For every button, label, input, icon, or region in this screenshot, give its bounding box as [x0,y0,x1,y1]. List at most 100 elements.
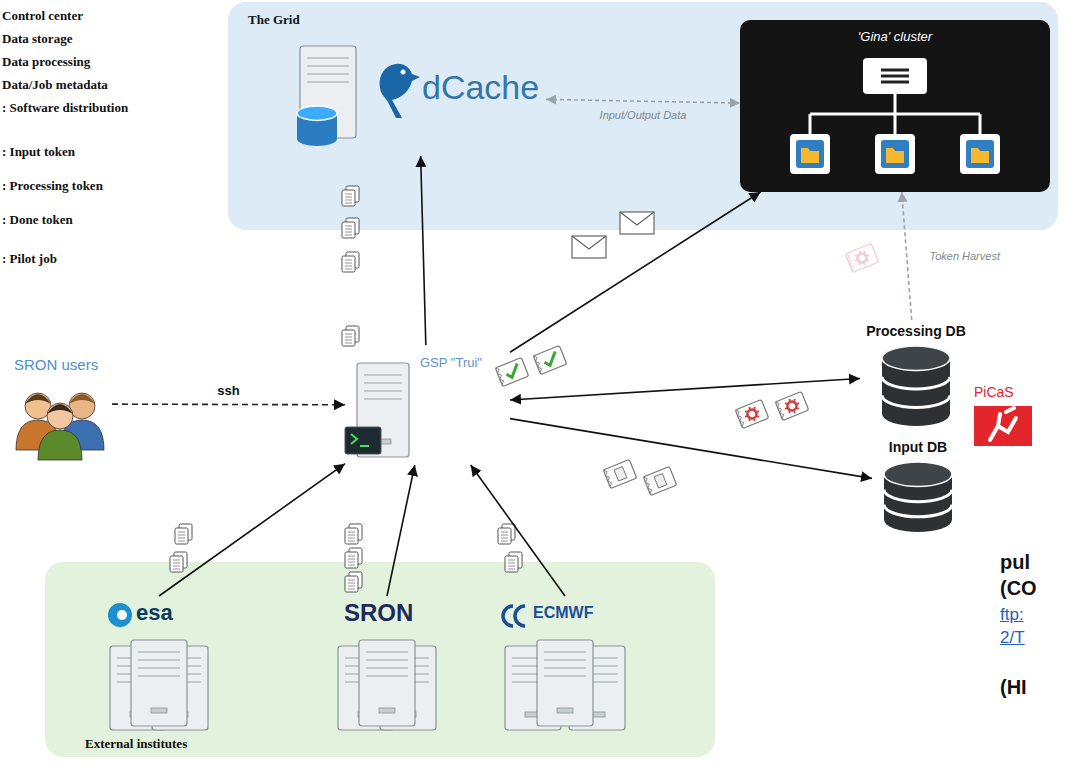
line-part [345,203,352,204]
database: Processing DB [860,320,972,430]
line-part [366,667,408,669]
line-part [366,651,408,653]
path-part [775,401,785,419]
server-symbol [131,640,187,726]
document-icon [498,524,515,544]
path-part [882,377,950,389]
rect-part [345,528,358,544]
database-cylinder [882,346,950,426]
line-part [979,114,982,134]
line-part [348,565,355,566]
rect-part [342,222,355,238]
icon-group [297,46,420,146]
line-part [173,560,180,561]
line-part [307,81,349,83]
pilot-job-envelope [620,212,654,234]
token-icon [495,357,528,386]
icon-group [882,346,950,426]
line-part [544,667,586,669]
line-part [894,94,897,114]
legend-entry: : Software distribution [2,98,128,116]
node-text: SRON [344,599,413,627]
rect-part [342,256,355,272]
line-part [794,399,796,401]
legend-text: : Processing token [2,178,103,193]
line-part [757,416,759,418]
line-part [881,69,909,72]
node-text: GSP "Trui" [420,356,482,371]
node-text: ECMWF [533,604,593,622]
ellipse-part [884,462,952,486]
legend-text: : Input token [2,144,75,159]
path-part [620,212,654,225]
line-part [753,419,756,421]
line-part [307,73,349,75]
rect-part [974,406,1032,446]
line-part [508,566,515,567]
line-part [345,260,352,261]
institute-server: esa [100,596,218,736]
document-icon [342,218,359,238]
path-part [503,606,525,626]
region-band: External institutesesa SRON ECMWF [45,562,715,757]
person-symbol [38,403,82,460]
node-text: External institutes [85,737,187,752]
line-part [881,75,909,78]
icon-group [338,640,436,730]
document-icon [345,548,362,568]
line-part [745,415,747,418]
path-part [572,236,606,249]
dcache-logo [380,64,420,118]
document-icon [342,186,359,206]
document-icon [342,252,359,272]
line-part [348,589,355,590]
line-part [867,260,869,262]
line-part [348,562,355,563]
token-icon [603,459,636,488]
rect-part [505,556,518,572]
legend-entry: : Input token [2,142,75,160]
rect-part [875,134,915,174]
connector-arrow [471,465,565,596]
circle-part [47,403,73,429]
path-part [990,408,1016,440]
document-icon [175,524,192,544]
line-part [855,259,857,262]
rect-part [790,134,830,174]
line-part [345,269,352,270]
line-part [307,57,349,59]
line-part [809,114,812,134]
rect-part [966,140,994,168]
line-part [863,263,866,265]
line-part [508,563,515,564]
region-ground [228,2,1058,230]
rect-part [379,708,395,713]
line-part [366,659,408,661]
rect-part [796,140,824,168]
line-part [867,254,869,257]
icon-group [790,58,1000,174]
rect-part [572,236,606,258]
line-part [859,263,861,265]
connector-arrow [546,99,740,103]
node-text: 'Gina' cluster [858,30,932,45]
node-text: Processing DB [866,323,966,339]
document-icon [345,524,362,544]
rect-part [960,134,1000,174]
line-part [749,419,751,421]
line-part [785,407,787,410]
line-part [788,399,791,401]
line-part [173,563,180,564]
connector-arrow [421,156,426,345]
connector-arrow [510,419,872,479]
note-label: pul [1000,551,1030,574]
legend-text: Control center [2,8,83,23]
rect-part [614,467,627,481]
line-part [364,374,402,376]
path-part [69,394,95,404]
rect-part [342,330,355,346]
path-part [25,394,51,404]
line-part [345,229,352,230]
line-part [345,232,352,233]
line-part [366,675,408,677]
